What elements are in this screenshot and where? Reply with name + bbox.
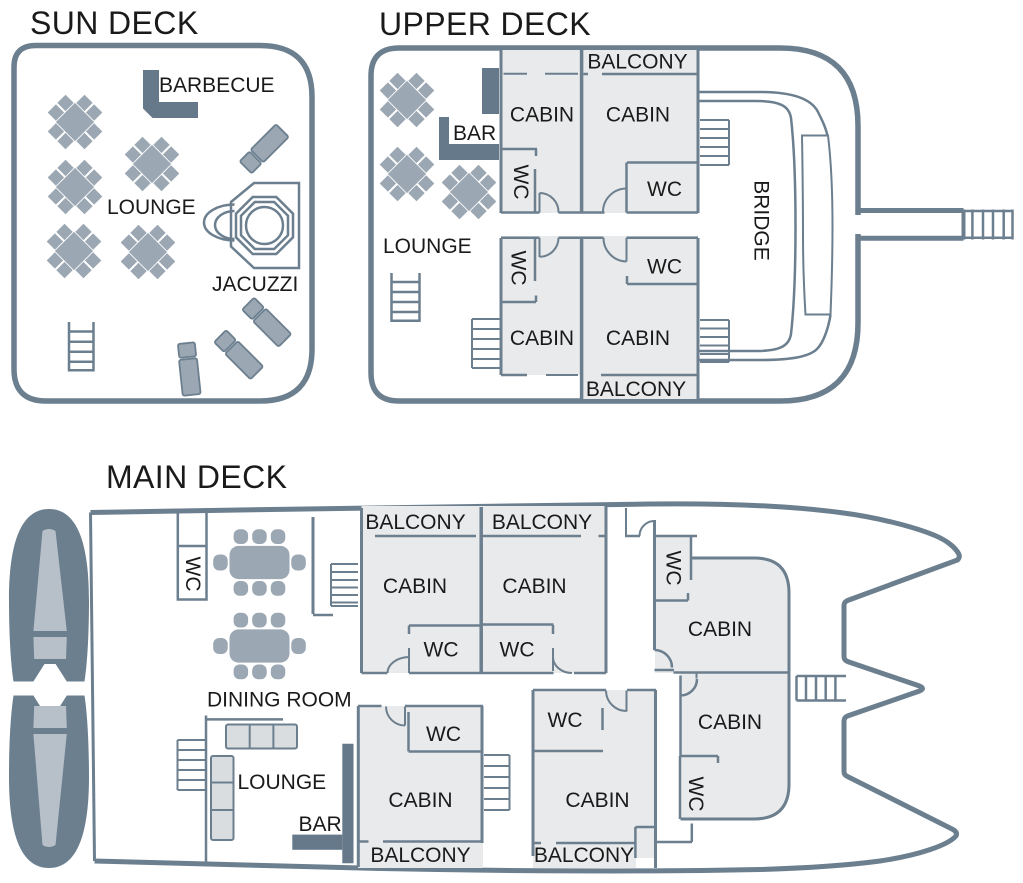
svg-text:WC: WC <box>500 639 535 662</box>
svg-text:CABIN: CABIN <box>510 104 574 127</box>
svg-text:CABIN: CABIN <box>606 104 670 127</box>
svg-text:BAR: BAR <box>453 122 496 145</box>
svg-text:LOUNGE: LOUNGE <box>383 235 472 258</box>
svg-text:UPPER DECK: UPPER DECK <box>379 6 591 42</box>
svg-text:WC: WC <box>181 557 204 592</box>
svg-text:BALCONY: BALCONY <box>534 844 634 867</box>
svg-text:JACUZZI: JACUZZI <box>212 273 298 296</box>
svg-text:WC: WC <box>424 639 459 662</box>
svg-text:DINING ROOM: DINING ROOM <box>207 689 352 712</box>
svg-text:WC: WC <box>509 165 532 200</box>
svg-text:BALCONY: BALCONY <box>370 844 470 867</box>
svg-text:LOUNGE: LOUNGE <box>238 771 327 794</box>
svg-text:CABIN: CABIN <box>565 789 629 812</box>
svg-text:CABIN: CABIN <box>510 327 574 350</box>
svg-text:BALCONY: BALCONY <box>365 511 465 534</box>
svg-text:MAIN DECK: MAIN DECK <box>106 459 287 495</box>
svg-text:CABIN: CABIN <box>606 327 670 350</box>
svg-text:WC: WC <box>426 723 461 746</box>
svg-text:BRIDGE: BRIDGE <box>750 180 773 261</box>
svg-text:CABIN: CABIN <box>383 575 447 598</box>
svg-text:CABIN: CABIN <box>502 575 566 598</box>
svg-text:WC: WC <box>684 777 707 812</box>
svg-text:WC: WC <box>647 256 682 279</box>
svg-text:CABIN: CABIN <box>688 618 752 641</box>
svg-text:WC: WC <box>507 251 530 286</box>
svg-text:BALCONY: BALCONY <box>492 511 592 534</box>
svg-text:BALCONY: BALCONY <box>587 51 687 74</box>
svg-text:WC: WC <box>647 178 682 201</box>
svg-text:SUN DECK: SUN DECK <box>30 5 199 41</box>
svg-text:CABIN: CABIN <box>388 789 452 812</box>
svg-text:BALCONY: BALCONY <box>586 378 686 401</box>
svg-text:WC: WC <box>548 709 583 732</box>
svg-text:LOUNGE: LOUNGE <box>107 196 196 219</box>
svg-text:WC: WC <box>662 551 685 586</box>
svg-text:CABIN: CABIN <box>698 711 762 734</box>
svg-text:BARBECUE: BARBECUE <box>159 74 275 97</box>
svg-text:BAR: BAR <box>299 813 342 836</box>
